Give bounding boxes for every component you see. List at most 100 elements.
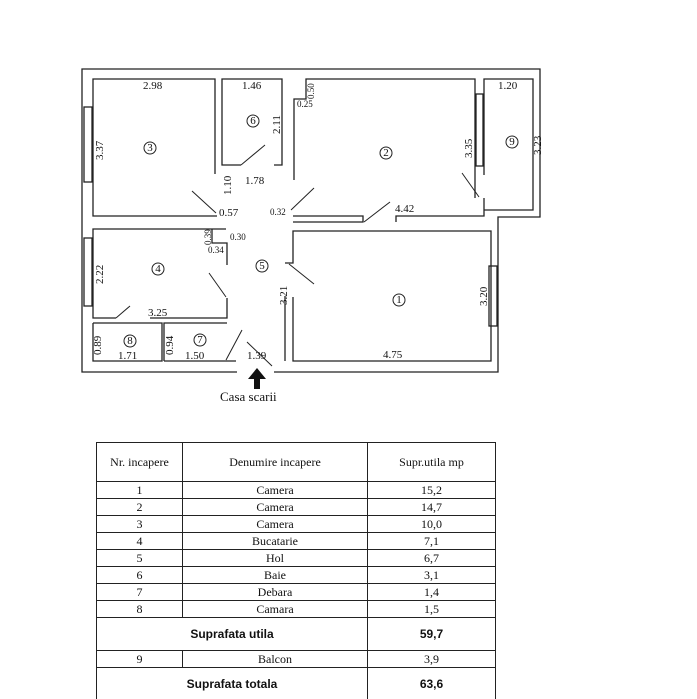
dim-label: 3.37 — [94, 140, 106, 160]
room-4-wall — [92, 228, 226, 319]
room-8-wall — [92, 322, 163, 362]
room-3-wall — [92, 78, 217, 217]
row-nr: 7 — [96, 583, 183, 601]
dim-label: 0.50 — [306, 83, 316, 99]
row-nr: 1 — [96, 481, 183, 499]
entrance-arrow-icon — [248, 368, 266, 389]
row-nr: 9 — [96, 650, 183, 668]
row-nr: 6 — [96, 566, 183, 584]
row-area: 3,1 — [367, 566, 496, 584]
dim-label: 0.89 — [92, 335, 104, 355]
row-area: 6,7 — [367, 549, 496, 567]
useful-area-row: Suprafata utila 59,7 — [96, 617, 496, 651]
row-area: 7,1 — [367, 532, 496, 550]
window — [488, 265, 498, 327]
dim-label: 4.75 — [383, 349, 403, 361]
row-name: Bucatarie — [182, 532, 368, 550]
dim-label: 1.78 — [245, 175, 265, 187]
room-4-bottom-wall — [150, 298, 228, 319]
floor-plan: 1 2 3 4 5 6 7 8 9 2.98 3.37 1.46 2.11 1.… — [81, 68, 544, 389]
dim-label: 3.25 — [148, 307, 168, 319]
dim-label: 1.71 — [118, 350, 137, 362]
room-number-2: 2 — [383, 147, 389, 159]
row-nr: 2 — [96, 498, 183, 516]
room-number-9: 9 — [509, 136, 515, 148]
room-1-wall — [285, 230, 492, 362]
dim-label: 0.34 — [208, 245, 224, 255]
row-area: 3,9 — [367, 650, 496, 668]
dim-label: 1.10 — [222, 175, 234, 195]
hall-pillar — [211, 229, 228, 265]
room-number-4: 4 — [155, 263, 161, 275]
room-number-5: 5 — [259, 260, 265, 272]
total-area-row: Suprafata totala 63,6 — [96, 667, 496, 699]
row-name: Debara — [182, 583, 368, 601]
row-name: Baie — [182, 566, 368, 584]
dim-label: 3.35 — [463, 138, 475, 158]
useful-area-value: 59,7 — [367, 617, 496, 651]
row-name: Balcon — [182, 650, 368, 668]
row-nr: 8 — [96, 600, 183, 618]
door-swings — [115, 144, 480, 367]
room-2-bottom-wall — [293, 215, 364, 223]
dim-label: 1.39 — [247, 350, 267, 362]
row-area: 14,7 — [367, 498, 496, 516]
room-markers — [123, 114, 519, 348]
dim-label: 0.30 — [230, 232, 246, 242]
dim-label: 0.57 — [219, 207, 239, 219]
dim-label: 1.50 — [185, 350, 205, 362]
row-nr: 3 — [96, 515, 183, 533]
entrance-label: Casa scarii — [220, 389, 277, 404]
table-row: 9 Balcon 3,9 — [96, 650, 496, 668]
dim-label: 4.42 — [395, 203, 414, 215]
dim-label: 0.25 — [297, 99, 313, 109]
room-number-8: 8 — [127, 335, 133, 347]
row-name: Camera — [182, 481, 368, 499]
total-area-label: Suprafata totala — [96, 667, 368, 699]
row-name: Camera — [182, 515, 368, 533]
window — [83, 237, 93, 307]
row-area: 10,0 — [367, 515, 496, 533]
row-nr: 4 — [96, 532, 183, 550]
window — [475, 93, 484, 167]
header-name: Denumire incapere — [182, 442, 368, 482]
header-nr: Nr. incapere — [96, 442, 183, 482]
room-2-wall — [293, 78, 476, 198]
room-number-1: 1 — [396, 294, 402, 306]
dim-label: 0.94 — [164, 335, 176, 355]
dim-label: 0.32 — [270, 207, 286, 217]
window — [83, 106, 93, 183]
dim-label: 2.11 — [271, 115, 283, 134]
dim-label: 3.23 — [532, 135, 544, 155]
dim-label: 3.21 — [278, 286, 290, 305]
dim-label: 0.39 — [203, 229, 213, 245]
room-6-wall — [221, 78, 283, 166]
row-area: 1,5 — [367, 600, 496, 618]
row-name: Camera — [182, 498, 368, 516]
dim-label: 2.22 — [94, 265, 106, 284]
dim-label: 2.98 — [143, 80, 163, 92]
room-7-wall — [163, 322, 227, 361]
room-number-6: 6 — [250, 115, 256, 127]
area-table: Nr. incapere Denumire incapere Supr.util… — [96, 442, 496, 699]
dim-label: 1.46 — [242, 80, 262, 92]
header-area: Supr.utila mp — [367, 442, 496, 482]
dim-label: 1.20 — [498, 80, 518, 92]
row-area: 15,2 — [367, 481, 496, 499]
row-name: Camara — [182, 600, 368, 618]
table-header: Nr. incapere Denumire incapere Supr.util… — [96, 442, 496, 482]
row-name: Hol — [182, 549, 368, 567]
useful-area-label: Suprafata utila — [96, 617, 368, 651]
room-number-7: 7 — [197, 334, 203, 346]
row-area: 1,4 — [367, 583, 496, 601]
room-2-bottom-wall-right — [395, 198, 485, 222]
outer-wall — [81, 68, 541, 373]
